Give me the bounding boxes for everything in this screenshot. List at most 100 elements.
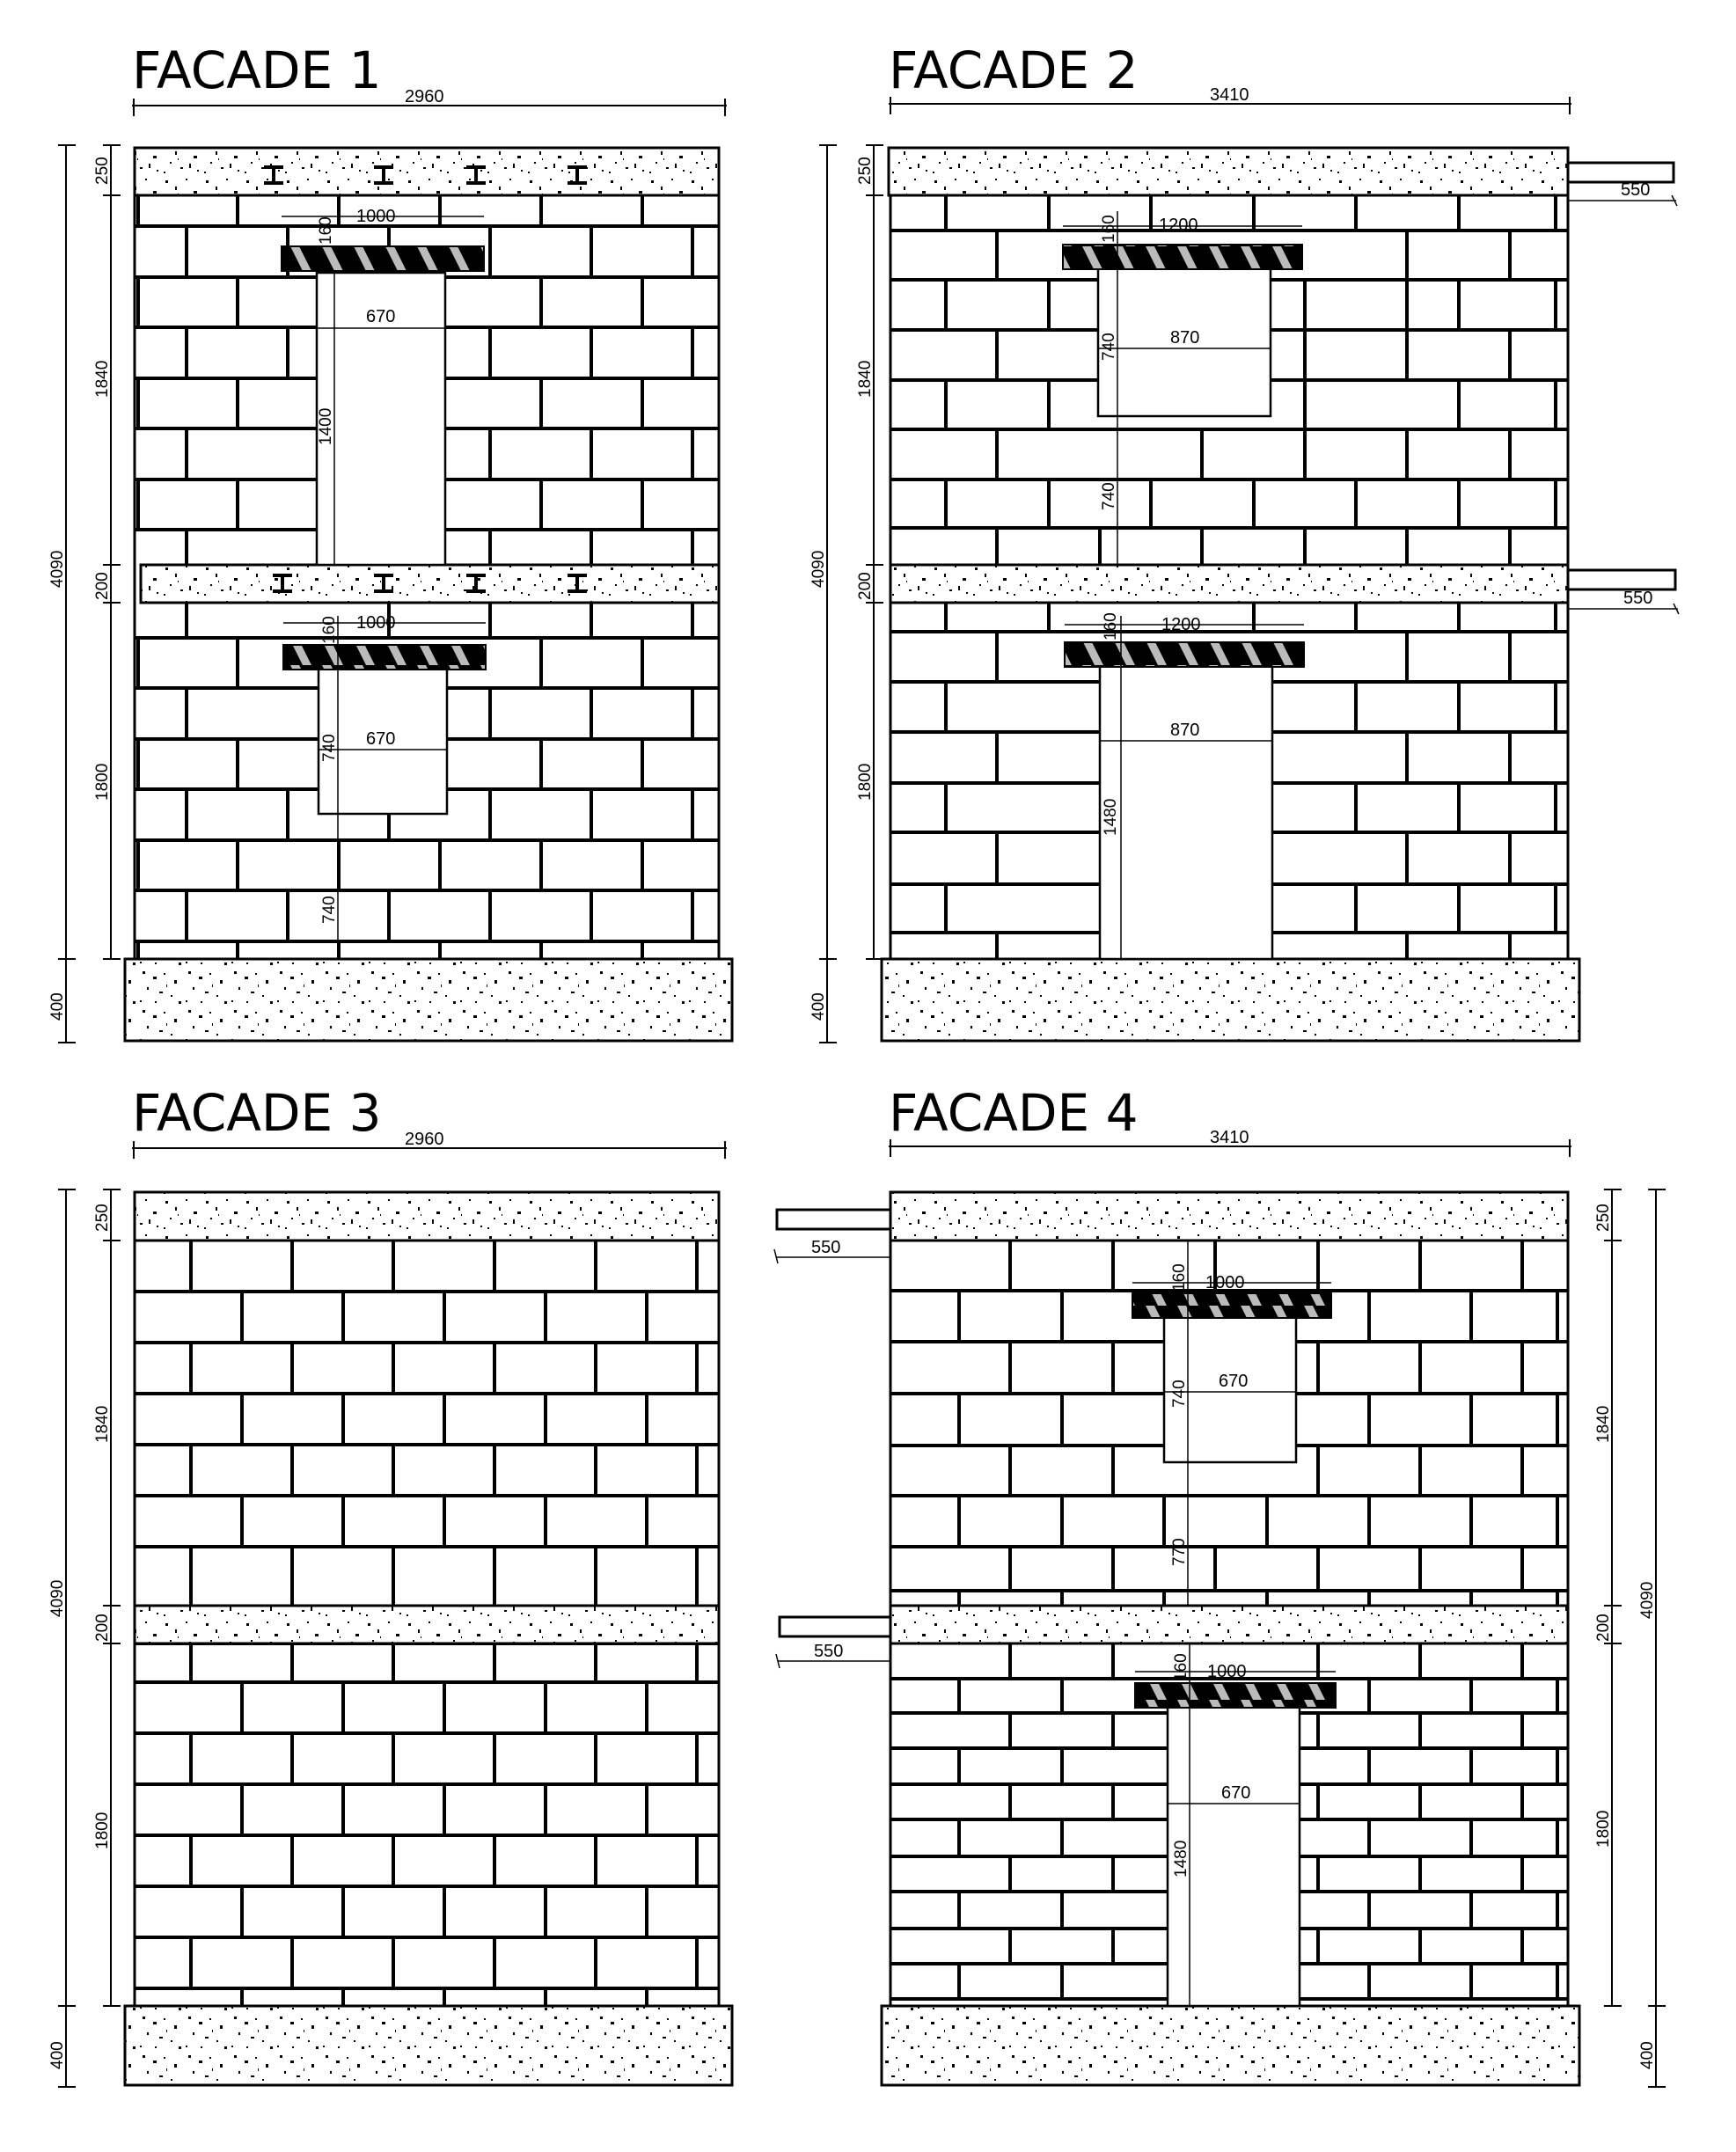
width-dim-label: 2960 — [405, 1130, 444, 1149]
middle-slab — [139, 563, 721, 604]
top-slab-height-label: 250 — [1594, 1204, 1613, 1232]
width-dimension: 3410 — [889, 1128, 1571, 1157]
top-slab — [133, 1190, 721, 1242]
upper-window-opening: 870 1200 160 740 740 — [1062, 211, 1303, 565]
opening-height-label: 740 — [1100, 333, 1118, 361]
facade-3: FACADE 3 2960 — [48, 1083, 734, 2088]
opening-height-label: 740 — [1170, 1380, 1189, 1408]
opening-width-label: 870 — [1170, 721, 1199, 740]
mid-slab-height-label: 200 — [856, 572, 875, 600]
opening-height-label: 1400 — [317, 408, 335, 445]
lintel — [1064, 641, 1305, 668]
lower-wall-height-label: 1800 — [1594, 1811, 1613, 1848]
height-dimension-chain: 4090 250 1840 200 1800 400 — [48, 144, 121, 1043]
steel-beam-icons-upper — [264, 165, 587, 185]
opening-width-label: 670 — [366, 307, 395, 326]
facade-title: FACADE 2 — [889, 40, 1139, 100]
opening-height-label: 1480 — [1172, 1841, 1190, 1878]
lintel — [281, 245, 485, 272]
lower-door-opening: 670 1000 160 1480 — [1134, 1643, 1337, 2008]
lower-wall-height-label: 1800 — [856, 764, 875, 801]
upper-wall-height-label: 1840 — [856, 361, 875, 398]
sill-height-label: 740 — [320, 896, 339, 924]
upper-window-opening: 670 1000 160 1400 — [281, 207, 485, 567]
lintel-height-label: 160 — [1172, 1653, 1190, 1681]
lower-wall-height-label: 1800 — [93, 1812, 112, 1849]
opening-height-label: 1480 — [1102, 799, 1120, 836]
foundation — [880, 2004, 1581, 2087]
lintel — [1132, 1292, 1332, 1319]
total-height-label: 4090 — [809, 551, 828, 588]
foundation-height-label: 400 — [809, 992, 828, 1021]
sill-height-label: 740 — [1100, 482, 1118, 510]
lintel — [1062, 244, 1303, 270]
cantilever-length-label: 550 — [811, 1238, 840, 1257]
cantilever-upper: 550 — [773, 1208, 892, 1264]
facade-title: FACADE 4 — [889, 1083, 1139, 1143]
lintel-width-label: 1000 — [1205, 1273, 1245, 1292]
top-slab — [889, 1190, 1570, 1242]
lintel-width-label: 1200 — [1159, 216, 1198, 235]
top-slab — [887, 146, 1570, 197]
foundation-height-label: 400 — [1638, 2041, 1657, 2069]
top-slab — [133, 146, 721, 197]
upper-wall-height-label: 1840 — [93, 361, 112, 398]
lintel-height-label: 160 — [1100, 215, 1118, 243]
sill-height-label: 770 — [1170, 1538, 1189, 1566]
lintel-width-label: 1000 — [1207, 1662, 1247, 1681]
foundation-height-label: 400 — [48, 2041, 67, 2069]
foundation — [880, 957, 1581, 1043]
lintel-width-label: 1000 — [356, 207, 396, 226]
cantilever-lower: 550 — [775, 1615, 892, 1669]
width-dim-label: 2960 — [405, 87, 444, 106]
height-dimension-chain: 250 1840 200 1800 4090 400 — [1594, 1189, 1666, 2088]
foundation — [123, 957, 734, 1043]
brick-wall — [133, 1192, 721, 2006]
foundation-height-label: 400 — [48, 992, 67, 1021]
lintel-width-label: 1000 — [356, 613, 396, 633]
top-slab-height-label: 250 — [856, 157, 875, 185]
cantilever-lower: 550 — [1566, 568, 1680, 615]
total-height-label: 4090 — [1638, 1582, 1657, 1619]
total-height-label: 4090 — [48, 551, 67, 588]
mid-slab-height-label: 200 — [93, 572, 112, 600]
lintel — [282, 644, 487, 670]
middle-slab — [889, 563, 1570, 604]
cantilever-length-label: 550 — [1621, 180, 1650, 200]
height-dimension-chain: 4090 250 1840 200 1800 400 — [48, 1189, 121, 2088]
lower-wall-height-label: 1800 — [93, 764, 112, 801]
lintel-height-label: 160 — [320, 616, 339, 644]
width-dimension: 2960 — [132, 1130, 727, 1159]
mid-slab-height-label: 200 — [93, 1614, 112, 1642]
facade-1: FACADE 1 2960 — [48, 40, 734, 1043]
width-dim-label: 3410 — [1210, 1128, 1249, 1147]
width-dimension: 3410 — [889, 85, 1571, 114]
width-dim-label: 3410 — [1210, 85, 1249, 105]
opening-width-label: 670 — [1219, 1372, 1248, 1391]
middle-slab — [133, 1604, 721, 1645]
facade-title: FACADE 1 — [132, 40, 382, 100]
lintel-height-label: 160 — [1102, 612, 1120, 640]
upper-window-opening: 670 1000 160 740 770 — [1132, 1241, 1332, 1606]
lintel-height-label: 160 — [1170, 1263, 1189, 1292]
cantilever-upper: 550 — [1566, 161, 1678, 207]
height-dimension-chain: 4090 250 1840 200 1800 400 — [809, 144, 883, 1043]
lintel — [1134, 1682, 1337, 1709]
width-dimension: 2960 — [132, 87, 727, 116]
upper-wall-height-label: 1840 — [1594, 1406, 1613, 1443]
opening-width-label: 670 — [366, 729, 395, 749]
total-height-label: 4090 — [48, 1580, 67, 1617]
upper-wall-height-label: 1840 — [93, 1406, 112, 1443]
steel-beam-icons-lower — [273, 574, 587, 593]
foundation — [123, 2004, 734, 2087]
opening-width-label: 670 — [1221, 1783, 1250, 1803]
cantilever-length-label: 550 — [814, 1642, 843, 1661]
cantilever-length-label: 550 — [1623, 589, 1652, 608]
facade-2: FACADE 2 3410 — [809, 40, 1680, 1043]
facade-title: FACADE 3 — [132, 1083, 382, 1143]
lower-window-opening: 670 1000 160 740 740 — [282, 613, 487, 959]
opening-width-label: 870 — [1170, 328, 1199, 348]
mid-slab-height-label: 200 — [1594, 1614, 1613, 1642]
top-slab-height-label: 250 — [93, 1204, 112, 1232]
lintel-height-label: 160 — [317, 216, 335, 245]
